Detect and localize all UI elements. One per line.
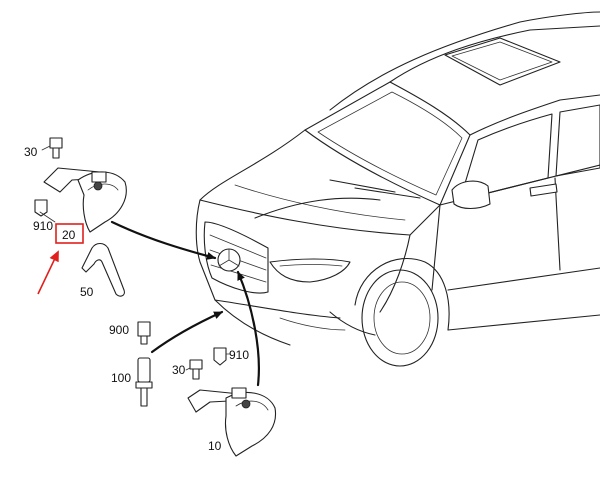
- label-30-upper: 30: [24, 145, 38, 159]
- horn-10: [187, 387, 277, 457]
- arrow-horn-to-grille: [110, 220, 217, 260]
- bracket-50: [81, 242, 125, 297]
- horn-assembly-upper: [34, 137, 127, 233]
- label-900: 900: [109, 323, 129, 337]
- sensor-100: [135, 357, 153, 407]
- car-illustration: [195, 11, 600, 367]
- arrow-horn10-to-front: [236, 270, 260, 387]
- fastener-900: [137, 321, 151, 345]
- bolt-30-upper: [49, 137, 63, 159]
- label-50: 50: [80, 285, 94, 299]
- leader-lines: [39, 145, 231, 371]
- label-910-lower: 910: [229, 348, 249, 362]
- bolt-30-lower: [189, 359, 203, 380]
- arrow-sensor-to-bumper: [150, 310, 224, 354]
- label-910-upper: 910: [33, 219, 53, 233]
- label-20: 20: [62, 228, 76, 242]
- label-30-lower: 30: [172, 363, 186, 377]
- arrows: [37, 220, 260, 387]
- highlight-arrow: [37, 250, 59, 295]
- label-100: 100: [111, 371, 131, 385]
- label-10: 10: [208, 439, 222, 453]
- highlight-box: [55, 223, 84, 244]
- clip-910-lower: [213, 347, 227, 366]
